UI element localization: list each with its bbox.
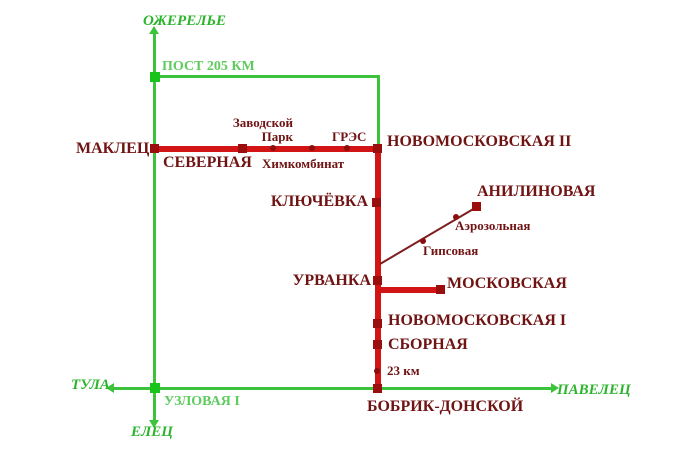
arrow-down-yelets-icon (149, 420, 159, 428)
station-label-severnaya: СЕВЕРНАЯ (163, 154, 252, 171)
station-marker-moskovskaya (436, 285, 445, 294)
stop-label-gres: ГРЭС (332, 129, 367, 144)
station-marker-severnaya (238, 144, 247, 153)
stop-label-khimkombinat: Химкомбинат (262, 156, 345, 171)
station-label-uzlovaya1: УЗЛОВАЯ I (164, 394, 240, 409)
station-marker-urvanka (373, 276, 382, 285)
station-marker-bobrik-donskoy (373, 384, 382, 393)
arrow-up-ozherelye-icon (149, 26, 159, 34)
red-line-branch-moskovskaya (378, 287, 442, 293)
station-marker-post-205km (150, 72, 160, 82)
station-marker-klyuchevka (372, 198, 381, 207)
direction-label-yelets: ЕЛЕЦ (131, 424, 173, 440)
station-marker-maklets (150, 144, 159, 153)
station-label-urvanka: УРВАНКА (292, 272, 371, 289)
station-marker-novomoskovskaya2 (373, 144, 382, 153)
stop-label-aerozolnaya: Аэрозольная (455, 218, 531, 233)
green-line-horizontal-top (153, 75, 380, 78)
arrow-right-pavelets-icon (551, 383, 559, 393)
stop-marker-23km (374, 368, 380, 374)
green-line-horizontal-bottom (112, 387, 553, 390)
stop-label-zavodskoy-line1: Заводской (232, 115, 293, 130)
station-label-post-205km: ПОСТ 205 КМ (162, 59, 255, 74)
station-label-sbornaya: СБОРНАЯ (388, 336, 468, 353)
direction-label-ozherelye: ОЖЕРЕЛЬЕ (143, 13, 227, 29)
direction-label-tula: ТУЛА (71, 377, 110, 393)
green-line-vertical-right (377, 75, 380, 149)
station-label-klyuchevka: КЛЮЧЁВКА (270, 193, 368, 210)
stop-label-gipsovaya: Гипсовая (423, 243, 479, 258)
arrow-left-tula-icon (106, 383, 114, 393)
stop-marker-khimkombinat (309, 145, 315, 151)
stop-marker-gipsovaya (420, 238, 426, 244)
station-label-maklets: МАКЛЕЦ (76, 140, 150, 157)
stop-marker-aerozolnaya (453, 214, 459, 220)
red-line-vertical-main (375, 146, 381, 392)
stop-marker-zavodskoy-park (270, 145, 276, 151)
stop-label-zavodskoy-park: Заводской Парк (210, 116, 293, 143)
stop-marker-gres (344, 145, 350, 151)
station-label-novomoskovskaya2: НОВОМОСКОВСКАЯ II (387, 133, 572, 150)
red-line-horizontal-main (153, 146, 381, 152)
station-label-moskovskaya: МОСКОВСКАЯ (447, 275, 567, 292)
station-label-bobrik-donskoy: БОБРИК-ДОНСКОЙ (367, 398, 524, 415)
station-label-anilinovaya: АНИЛИНОВАЯ (477, 183, 596, 200)
station-label-novomoskovskaya1: НОВОМОСКОВСКАЯ I (388, 312, 567, 329)
stop-label-zavodskoy-line2: Парк (261, 128, 293, 144)
station-marker-uzlovaya1 (150, 383, 160, 393)
station-marker-anilinovaya (472, 202, 481, 211)
station-marker-novomoskovskaya1 (373, 319, 382, 328)
green-line-vertical-left (153, 32, 156, 422)
stop-label-23km: 23 км (387, 363, 420, 378)
station-marker-sbornaya (373, 340, 382, 349)
direction-label-pavelets: ПАВЕЛЕЦ (557, 382, 631, 398)
